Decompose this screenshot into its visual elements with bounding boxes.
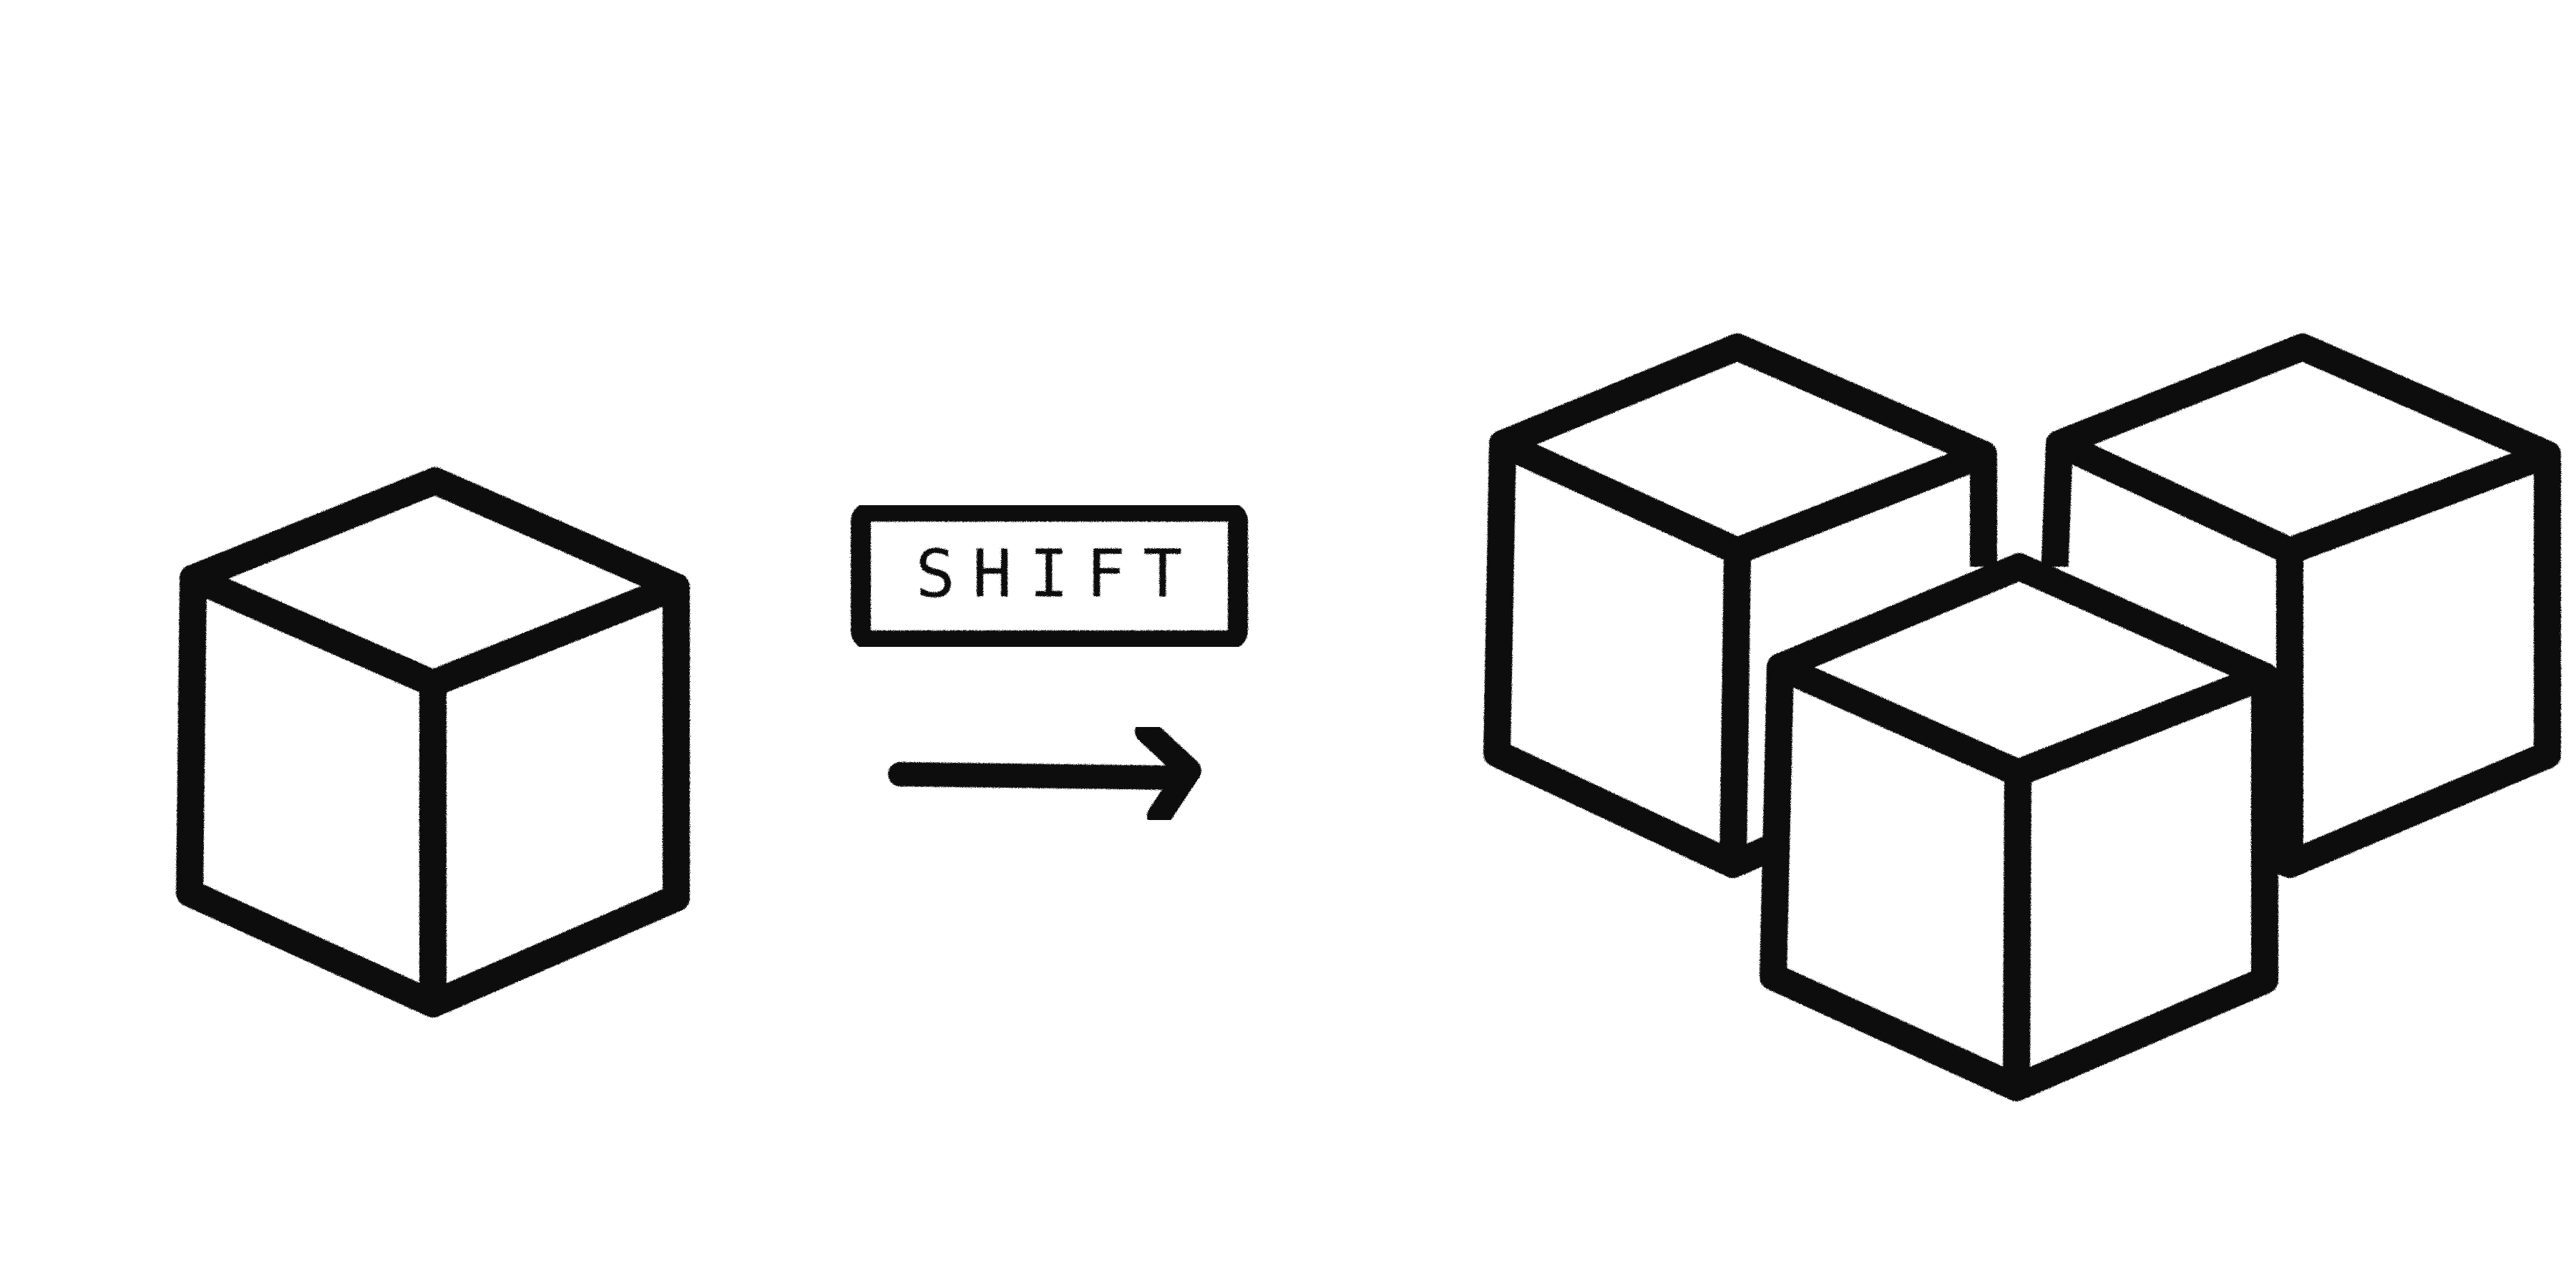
cube-icon <box>176 467 690 1018</box>
cube-group-icon <box>1483 333 2561 1101</box>
shift-key-label: SHIFT <box>916 535 1200 612</box>
arrow-right-icon <box>888 719 1201 828</box>
cube-front <box>1760 553 2278 1101</box>
shift-key: SHIFT <box>851 502 1248 650</box>
